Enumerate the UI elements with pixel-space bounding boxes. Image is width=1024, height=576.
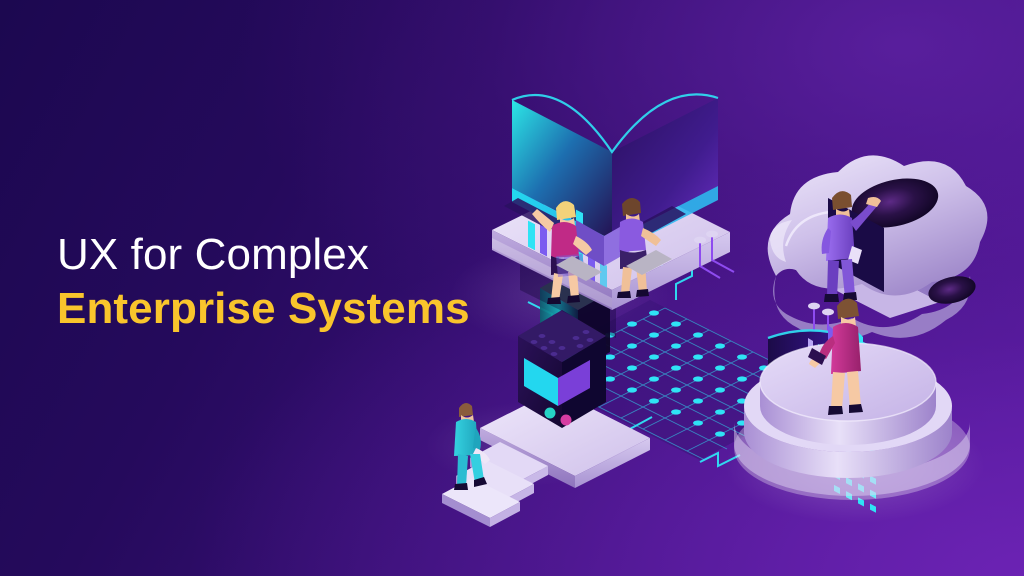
person-presenter-woman [808,298,863,415]
podium-platform [734,298,970,500]
kiosk-unit [518,310,606,428]
dashboard-platform [492,93,735,338]
isometric-illustration [400,70,1000,527]
person-developer-man [617,197,661,298]
person-visitor-man [454,402,490,490]
person-architect-man [821,191,881,302]
headline-line-1: UX for Complex [57,230,369,279]
headline-line-2: Enterprise Systems [57,284,470,333]
cloud-platform [767,155,988,513]
headline-block: UX for Complex Enterprise Systems [57,230,470,335]
